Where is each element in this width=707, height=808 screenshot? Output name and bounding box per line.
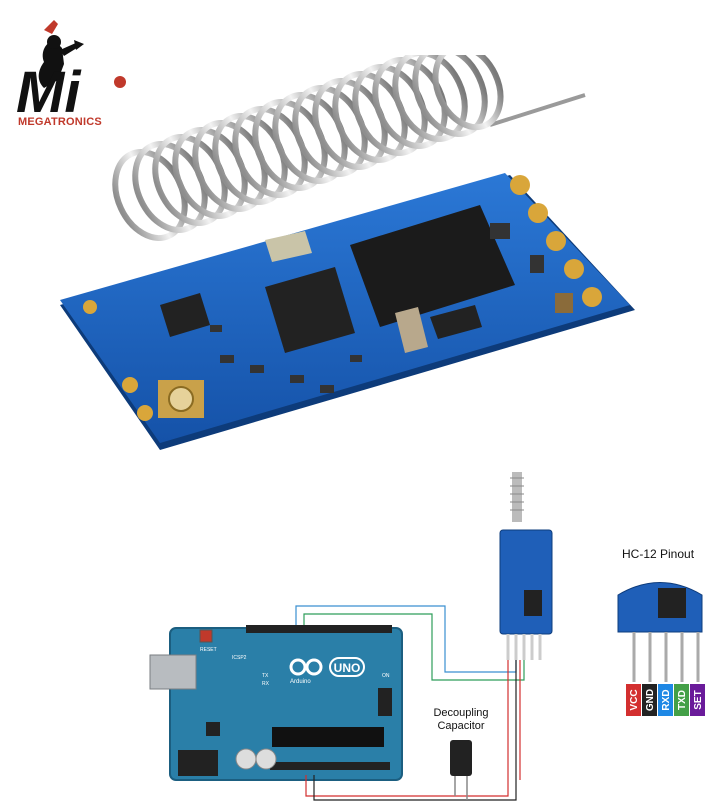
ant-mascot-icon xyxy=(38,20,84,88)
pinout-title: HC-12 Pinout xyxy=(622,547,695,561)
brand-name: MEGATRONICS xyxy=(18,116,102,128)
pcb-board xyxy=(60,173,635,450)
megatronics-logo: Mi xyxy=(16,20,126,125)
hc12-module-photo xyxy=(60,55,635,450)
reset-label: RESET xyxy=(200,647,217,653)
pin-label-set: SET xyxy=(693,690,704,709)
pin-label-rxd: RXD xyxy=(661,689,672,710)
wiring-diagram: UNO Arduino RESET ICSP2 ON TX RX xyxy=(149,472,705,801)
pin-label-bg-rxd xyxy=(658,684,673,716)
pin-label-txd: TXD xyxy=(677,690,688,710)
pin-label-bg-vcc xyxy=(626,684,641,716)
hc12-pinout-graphic: VCC GND RXD TXD SET xyxy=(617,582,705,716)
board-uno-label: UNO xyxy=(334,661,361,675)
tx-label: TX xyxy=(262,673,269,679)
pin-label-bg-gnd xyxy=(642,684,657,716)
arduino-uno-board: UNO Arduino RESET ICSP2 ON TX RX xyxy=(149,625,403,781)
logo-letters: Mi xyxy=(16,60,82,125)
capacitor-label-line1: Decoupling xyxy=(433,707,489,719)
decoupling-capacitor xyxy=(450,740,472,800)
hc12-module-diagram xyxy=(499,472,553,660)
capacitor-label-line2: Capacitor xyxy=(437,720,485,732)
icsp-label: ICSP2 xyxy=(232,655,247,661)
pin-label-bg-txd xyxy=(674,684,689,716)
board-arduino-label: Arduino xyxy=(290,679,311,685)
spring-antenna xyxy=(112,55,586,241)
pin-label-bg-set xyxy=(690,684,705,716)
wires xyxy=(295,605,525,801)
pin-label-gnd: GND xyxy=(645,689,656,711)
on-label: ON xyxy=(382,673,390,679)
capacitor-label: Decoupling Capacitor xyxy=(425,707,497,733)
pin-label-vcc: VCC xyxy=(629,689,640,710)
rx-label: RX xyxy=(262,681,270,687)
